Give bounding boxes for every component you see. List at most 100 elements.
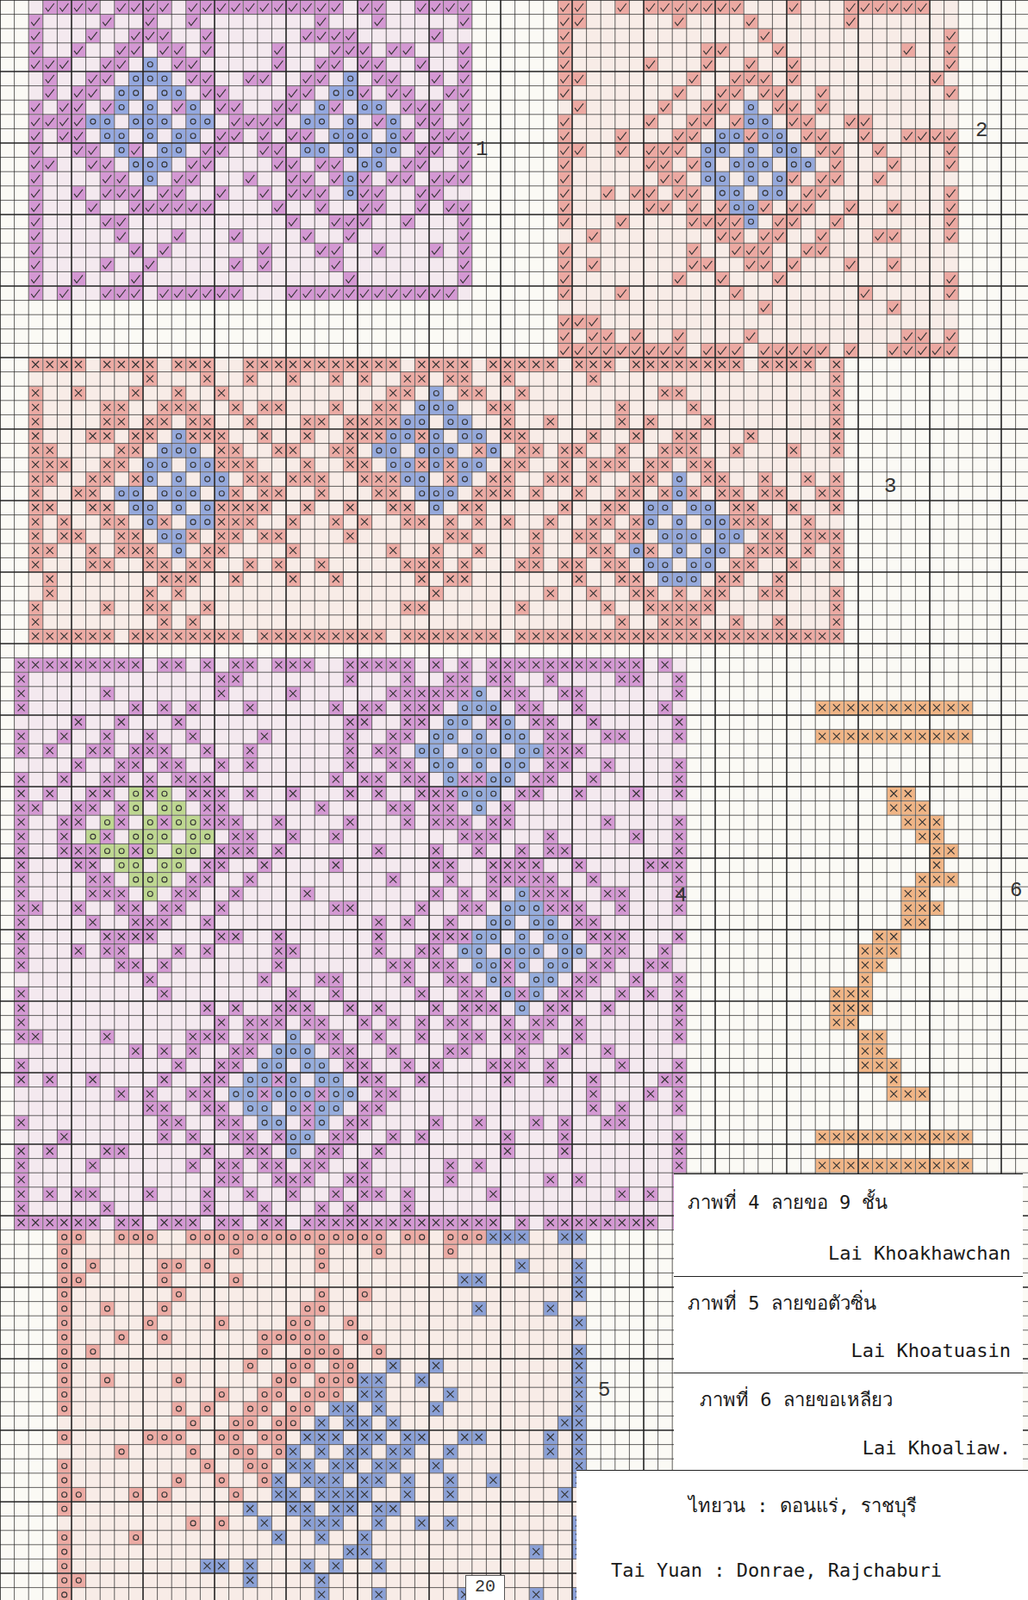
cell	[558, 243, 573, 258]
cell	[787, 257, 802, 272]
cell	[215, 486, 230, 501]
cell	[343, 43, 358, 57]
cell	[157, 1330, 172, 1345]
cell	[157, 200, 172, 215]
cell	[801, 243, 816, 258]
cell	[787, 114, 802, 129]
cell	[573, 0, 587, 15]
cell	[558, 29, 573, 44]
cell	[472, 686, 486, 701]
cell	[229, 1245, 243, 1259]
cell	[157, 1273, 172, 1288]
cell	[272, 1416, 287, 1431]
cell	[729, 0, 744, 15]
cell	[944, 215, 959, 230]
cell	[157, 0, 172, 15]
cell	[501, 772, 516, 787]
cell	[300, 86, 315, 100]
cell	[429, 443, 444, 458]
cell	[615, 215, 630, 230]
cell	[257, 1345, 272, 1359]
cell	[229, 100, 243, 115]
cell	[672, 86, 687, 100]
cell	[744, 215, 759, 230]
cell	[186, 0, 200, 15]
cell	[300, 1130, 315, 1145]
cell	[286, 1102, 301, 1116]
cell	[386, 72, 401, 87]
cell	[186, 129, 200, 144]
cell	[644, 57, 659, 72]
cell	[343, 286, 358, 301]
cell	[744, 143, 759, 158]
cell	[343, 172, 358, 187]
cell	[358, 129, 373, 144]
cell	[772, 172, 787, 187]
cell	[801, 200, 816, 215]
cell	[114, 1230, 129, 1245]
cell	[29, 114, 44, 129]
cell	[443, 415, 458, 430]
cell	[329, 243, 343, 258]
cell	[686, 0, 701, 15]
cell	[501, 716, 516, 730]
cell	[558, 143, 573, 158]
cell	[716, 272, 730, 287]
cell	[501, 915, 516, 930]
cell	[86, 143, 100, 158]
cell	[944, 200, 959, 215]
cell	[114, 286, 129, 301]
cell	[386, 43, 401, 57]
cell	[114, 1445, 129, 1459]
cell	[57, 1431, 72, 1446]
cell	[257, 1330, 272, 1345]
cell	[286, 1073, 301, 1088]
cell	[186, 157, 200, 172]
cell	[100, 186, 115, 200]
cell	[400, 415, 415, 430]
cell	[57, 129, 72, 144]
cell	[386, 458, 401, 473]
cell	[315, 100, 330, 115]
cell	[229, 257, 243, 272]
cell	[315, 157, 330, 172]
cell	[415, 744, 430, 759]
cell	[343, 143, 358, 158]
cell	[644, 515, 659, 530]
cell	[844, 200, 859, 215]
cell	[315, 1059, 330, 1073]
cell	[257, 114, 272, 129]
cell	[944, 272, 959, 287]
cell	[787, 172, 802, 187]
cell	[243, 1102, 258, 1116]
cell	[558, 343, 573, 358]
cell	[372, 1245, 387, 1259]
cell	[372, 57, 387, 72]
cell	[100, 286, 115, 301]
cell	[300, 1044, 315, 1059]
cell	[172, 229, 187, 243]
cell	[829, 157, 844, 172]
cell	[529, 944, 544, 959]
cell	[429, 486, 444, 501]
cell	[329, 1102, 343, 1116]
cell	[672, 14, 687, 29]
cell	[515, 901, 530, 916]
cell	[172, 57, 187, 72]
cell	[229, 1416, 243, 1431]
cell	[286, 129, 301, 144]
cell	[787, 343, 802, 358]
cell	[100, 1373, 115, 1388]
cell	[372, 114, 387, 129]
cell	[644, 0, 659, 15]
cell	[872, 229, 887, 243]
cell	[486, 443, 501, 458]
cell	[501, 901, 516, 916]
cell	[343, 1230, 358, 1245]
cell	[415, 486, 430, 501]
cell	[658, 200, 673, 215]
cell	[400, 472, 415, 486]
cell	[672, 0, 687, 15]
cell	[114, 57, 129, 72]
cell	[114, 215, 129, 230]
